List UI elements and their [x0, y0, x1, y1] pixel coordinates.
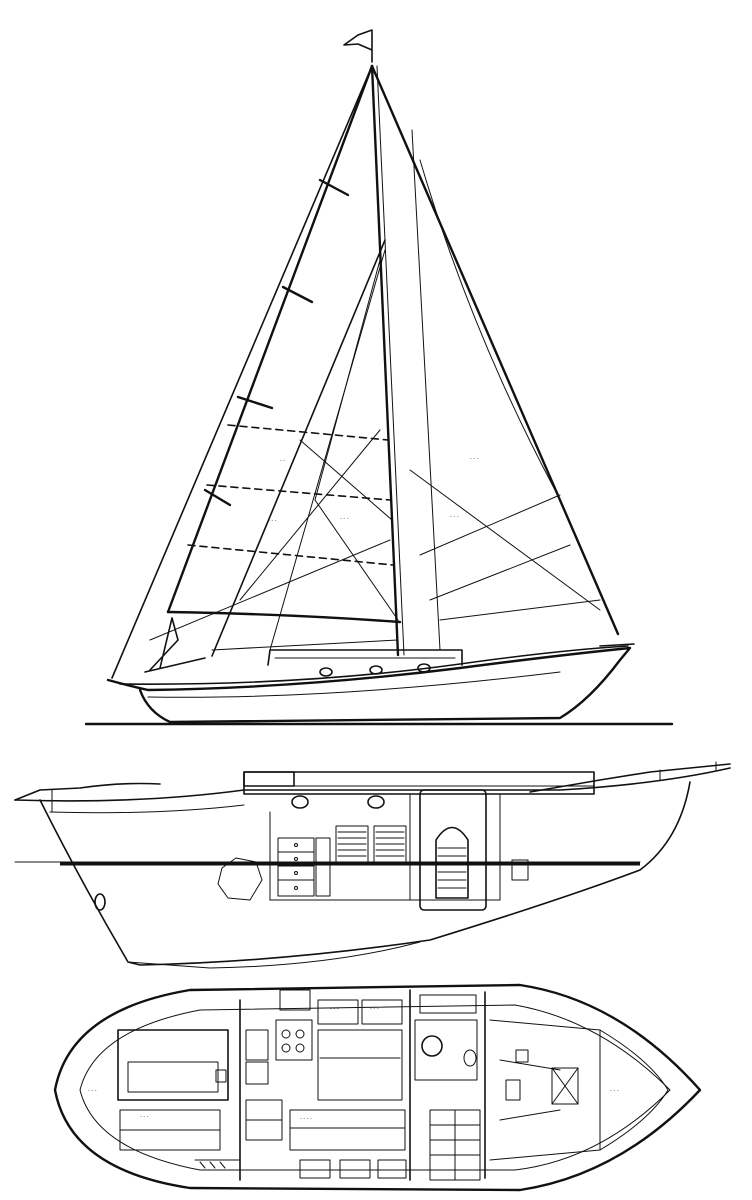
stern-pulpit — [149, 617, 179, 671]
staysail-foot — [211, 639, 399, 651]
sheer-line — [119, 645, 629, 685]
bowsprit — [599, 643, 635, 647]
mast-aft-edge — [376, 65, 405, 656]
galley-drawers — [277, 837, 315, 897]
masthead-flag — [343, 29, 373, 63]
headsail-lines — [409, 129, 601, 651]
profile-portlight-aft — [291, 795, 309, 809]
svg-text:- - -: - - - — [370, 1006, 379, 1012]
inner-forestay — [211, 239, 386, 657]
hull-profile — [106, 646, 632, 724]
boom — [166, 610, 402, 624]
engine — [217, 857, 263, 901]
rigging-diagonals — [149, 259, 399, 641]
companionway-door — [419, 789, 487, 911]
profile-hull-outline — [39, 781, 691, 966]
svg-text:- - -: - - - — [268, 518, 277, 524]
propeller — [94, 893, 106, 911]
svg-text:- - -: - - - — [340, 516, 349, 522]
plan-annotations: - - - - - - - - - - - - - - - - - - - — [88, 1006, 619, 1122]
bow-platform — [529, 763, 731, 793]
cockpit-table — [127, 1061, 219, 1093]
profile-portlight-fwd — [367, 795, 385, 809]
door-louvers — [437, 847, 467, 889]
svg-text:- - -: - - - — [470, 456, 479, 462]
forward-cabin — [489, 1019, 669, 1161]
cockpit — [117, 1029, 229, 1101]
nav-station — [245, 1099, 283, 1141]
tiller — [144, 657, 206, 673]
svg-text:- - -: - - - — [610, 1088, 619, 1094]
reef-lines — [187, 424, 394, 566]
sail-plan: - - - - - - - - - - - - - - — [84, 29, 674, 726]
galley — [245, 989, 313, 1085]
deckhouse — [267, 649, 463, 666]
mainsail-battens — [203, 178, 350, 507]
staysail-leech — [269, 249, 386, 651]
backstay — [111, 65, 373, 679]
sail-annotations: - - - - - - - - - - - - - - — [268, 456, 479, 524]
door-arch — [435, 826, 469, 899]
stern-rail — [14, 782, 161, 801]
louvered-lockers — [335, 825, 407, 863]
inboard-profile — [14, 761, 731, 969]
plan-hull-outline — [53, 983, 702, 1192]
svg-text:- - -: - - - — [450, 514, 459, 520]
svg-text:- - - -: - - - - — [300, 1116, 312, 1122]
mainsail-leech — [166, 64, 374, 614]
head-compartment — [414, 994, 481, 1181]
mast — [370, 64, 400, 657]
profile-keel — [127, 941, 421, 969]
aft-lockers — [119, 1109, 241, 1169]
svg-text:- - -: - - - — [88, 1088, 97, 1094]
svg-text:- - -: - - - — [330, 1006, 339, 1012]
plan-inner-hull — [79, 1004, 671, 1171]
svg-text:- -: - - — [280, 458, 285, 464]
forestay — [370, 64, 620, 636]
svg-text:- - -: - - - — [140, 1114, 149, 1120]
accommodation-plan: - - - - - - - - - - - - - - - - - - - — [53, 983, 702, 1192]
saloon — [289, 999, 407, 1179]
boot-top — [147, 671, 561, 698]
